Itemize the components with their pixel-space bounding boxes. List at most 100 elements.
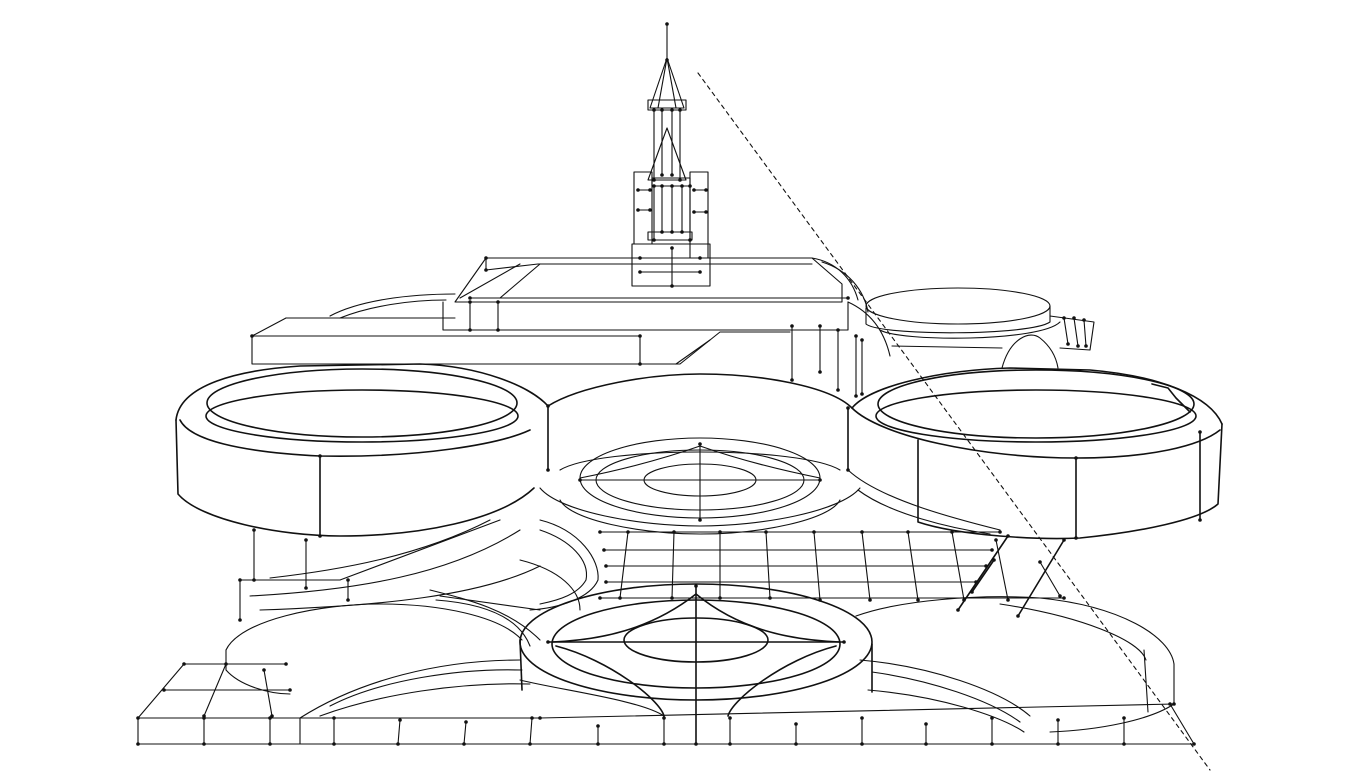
vertex-dot: [836, 328, 840, 332]
vertex-dot: [182, 662, 186, 666]
vertex-dot: [602, 548, 606, 552]
vertex-dot: [626, 530, 630, 534]
vertex-dot: [238, 618, 242, 622]
vertex-dot: [718, 596, 722, 600]
vertex-dot: [252, 578, 256, 582]
vertex-dot: [846, 296, 850, 300]
vertex-dot: [764, 530, 768, 534]
vertex-dot: [596, 724, 600, 728]
vertex-dot: [468, 300, 472, 304]
vertex-dot: [604, 580, 608, 584]
vertex-dot: [846, 406, 850, 410]
vertex-dot: [1192, 742, 1196, 746]
vertex-dot: [992, 558, 996, 562]
vertex-dot: [970, 590, 974, 594]
vertex-dot: [1062, 316, 1066, 320]
vertex-dot: [468, 296, 472, 300]
vertex-dot: [136, 716, 140, 720]
lower-left-disc: [225, 603, 665, 745]
vertex-dot: [318, 454, 322, 458]
vertex-dot: [694, 584, 698, 588]
vertex-dot: [318, 534, 322, 538]
vertex-dot: [1122, 716, 1126, 720]
vertex-dot: [994, 538, 998, 542]
vertex-dot: [396, 742, 400, 746]
vertex-dot: [860, 338, 864, 342]
vertex-dot: [692, 188, 696, 192]
center-courtyard-ornament: [539, 437, 1001, 535]
vertex-dot: [1038, 560, 1042, 564]
vertex-dot: [670, 246, 674, 250]
vertex-dot: [1172, 702, 1176, 706]
vertex-dot: [636, 188, 640, 192]
vertex-dot: [860, 392, 864, 396]
vertex-dot: [984, 564, 988, 568]
vertex-dot: [288, 688, 292, 692]
dashed-guide-line: [697, 72, 1211, 771]
vertex-dot: [846, 468, 850, 472]
vertex-dot: [1006, 598, 1010, 602]
vertex-dot: [528, 742, 532, 746]
vertex-dot: [842, 640, 846, 644]
vertex-dot: [818, 324, 822, 328]
vertex-dot: [990, 742, 994, 746]
vertex-dot: [728, 742, 732, 746]
vertex-dot: [652, 184, 656, 188]
vertex-dot: [546, 468, 550, 472]
vertex-dot: [1058, 594, 1062, 598]
vertex-dot: [638, 362, 642, 366]
vertex-dot: [636, 208, 640, 212]
vertex-dot: [906, 530, 910, 534]
lower-left-grid-floor: [137, 663, 1195, 745]
vertex-dot: [1082, 318, 1086, 322]
vertex-dot: [304, 586, 308, 590]
lower-right-disc: [855, 596, 1175, 733]
vertex-dot: [718, 530, 722, 534]
vertex-dot: [670, 284, 674, 288]
vertex-dot: [660, 184, 664, 188]
vertex-dot: [704, 210, 708, 214]
vertex-dot: [652, 238, 656, 242]
vertex-dot: [262, 668, 266, 672]
vertex-dot: [670, 108, 674, 112]
vertex-dot: [648, 208, 652, 212]
vertex-dot: [698, 442, 702, 446]
vertex-dot: [698, 270, 702, 274]
lower-center-ring: [519, 583, 873, 745]
vertex-dot: [924, 722, 928, 726]
vertex-dot: [790, 378, 794, 382]
vertex-dot: [604, 564, 608, 568]
vertex-dot: [924, 742, 928, 746]
vertex-dot: [268, 716, 272, 720]
right-upper-drum: [851, 367, 1223, 540]
vertex-dot: [484, 268, 488, 272]
vertex-dot: [660, 173, 664, 177]
vertex-dot: [238, 578, 242, 582]
vertex-dot: [818, 478, 822, 482]
vertex-dot: [1062, 538, 1066, 542]
spire-tower: [631, 23, 711, 287]
vertex-dot: [1084, 344, 1088, 348]
vertex-dot: [672, 530, 676, 534]
vertex-dot: [496, 300, 500, 304]
vertex-dot: [284, 662, 288, 666]
left-lower-terraces: [429, 519, 599, 647]
vertex-dot: [836, 388, 840, 392]
vertex-dot: [860, 742, 864, 746]
vertex-dot: [990, 548, 994, 552]
vertex-dot: [496, 328, 500, 332]
vertex-dot: [1006, 534, 1010, 538]
center-upper-drum: [547, 373, 853, 471]
vertex-dot: [974, 580, 978, 584]
vertex-dot: [346, 578, 350, 582]
vertex-dot: [916, 598, 920, 602]
vertex-dot: [464, 720, 468, 724]
vertex-dot: [1074, 456, 1078, 460]
vertex-dot: [665, 22, 669, 26]
vertex-dot: [538, 716, 542, 720]
vertex-dot: [670, 596, 674, 600]
vertex-dot: [462, 742, 466, 746]
vertex-dot: [1056, 742, 1060, 746]
vertex-dot: [1168, 702, 1172, 706]
